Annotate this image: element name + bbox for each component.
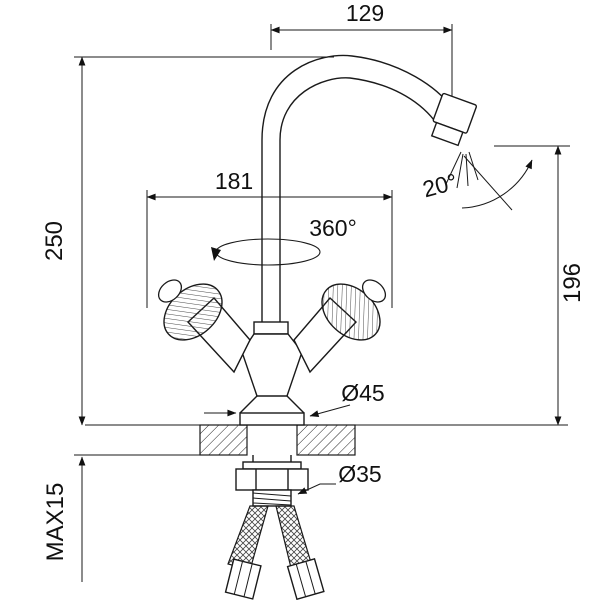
rotation-indicator: 360°: [211, 215, 357, 266]
rotation-arrowhead: [211, 247, 221, 261]
supply-hoses: [224, 505, 325, 600]
dim-181-label: 181: [215, 168, 253, 194]
dim-250-label: 250: [41, 221, 68, 261]
left-handle: [157, 279, 251, 374]
dim-max15-label: MAX15: [42, 483, 69, 562]
dia-35-label: Ø35: [338, 461, 381, 487]
faucet-body: [239, 321, 305, 426]
dimension-250: 250: [41, 56, 334, 426]
dim-129-label: 129: [346, 0, 384, 26]
diameter-45-callout: Ø45: [204, 380, 385, 418]
mounting-deck: [85, 424, 568, 456]
left-hose-fitting: [224, 558, 262, 600]
dia-45-label: Ø45: [341, 380, 384, 406]
dimension-196: 196: [494, 145, 586, 426]
diameter-35-callout: Ø35: [297, 461, 382, 495]
spout-nozzle: [430, 92, 478, 147]
spout-angle-label: 20°: [420, 168, 460, 202]
dimension-129: 129: [270, 0, 453, 96]
right-handle: [293, 279, 387, 374]
swivel-label: 360°: [309, 215, 357, 241]
dim-196-label: 196: [559, 263, 586, 303]
right-hose-fitting: [286, 557, 325, 600]
faucet-spout: [261, 54, 479, 322]
dimension-181: 181: [146, 168, 393, 308]
dimension-max15: MAX15: [42, 454, 200, 582]
shank-assembly: [235, 455, 309, 507]
spout-angle-indicator: 20°: [420, 155, 533, 211]
